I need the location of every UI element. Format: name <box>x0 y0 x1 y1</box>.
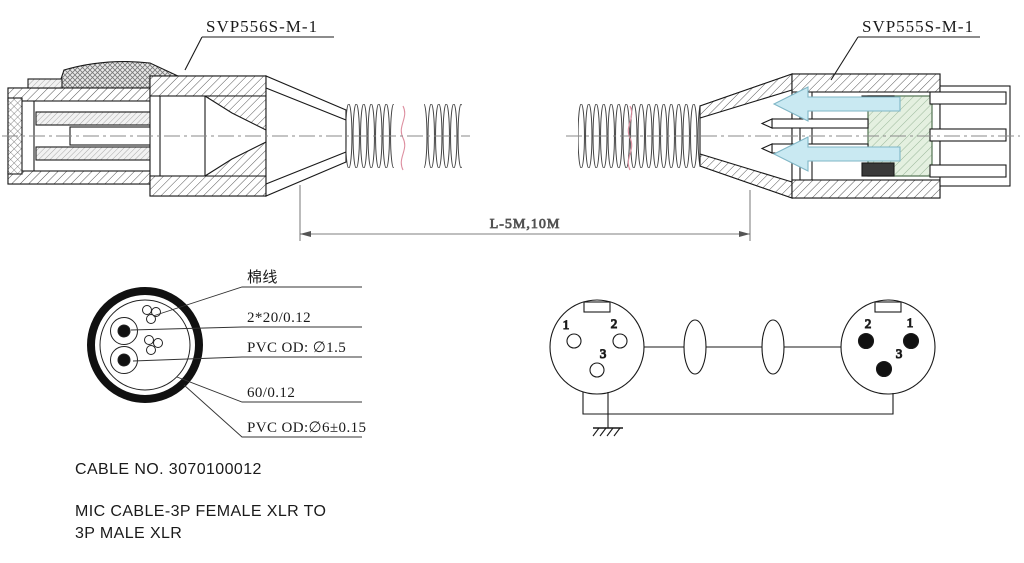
cable-break-mark-right <box>627 105 633 171</box>
pin-dot-3 <box>875 360 893 378</box>
wiring-schematic: 1 2 3 2 1 3 <box>549 299 936 437</box>
right-connector-label: SVP555S-M-1 <box>862 17 974 36</box>
pin-label-left-3: 3 <box>600 346 607 361</box>
conductor-core-2 <box>117 353 131 367</box>
cable-description-line2: 3P MALE XLR <box>75 525 182 542</box>
pin-label-left-2: 2 <box>611 316 618 331</box>
callout-jacket-od: PVC OD:∅6±0.15 <box>247 420 366 436</box>
braid-circle <box>99 299 191 391</box>
pin-label-right-1: 1 <box>907 315 914 330</box>
key-notch-right <box>874 301 902 313</box>
pin-label-right-3: 3 <box>896 346 903 361</box>
callout-insulation-od: PVC OD: ∅1.5 <box>247 340 346 356</box>
xlr-pin-bar-2 <box>929 128 1007 142</box>
left-connector-label: SVP556S-M-1 <box>206 17 318 36</box>
xlr-face-left <box>549 299 645 395</box>
callout-cotton-thread: 棉线 <box>247 269 278 286</box>
cable-description-line1: MIC CABLE-3P FEMALE XLR TO <box>75 503 326 520</box>
cable-loop-2 <box>761 319 785 375</box>
insertion-arrow-bottom <box>772 136 901 172</box>
xlr-pin-bar-1 <box>929 91 1007 105</box>
cable-cross-section: 棉线 2*20/0.12 PVC OD: ∅1.5 60/0.12 PVC OD… <box>87 269 366 438</box>
callout-conductor-spec: 2*20/0.12 <box>247 310 311 326</box>
cable-loop-1 <box>683 319 707 375</box>
left-title-callout: SVP556S-M-1 <box>184 17 334 71</box>
right-title-callout: SVP555S-M-1 <box>830 17 980 81</box>
conductor-core-1 <box>117 324 131 338</box>
pin-hole-2 <box>612 333 628 349</box>
cable-length-label: L-5M,10M <box>490 217 561 232</box>
footer-text: CABLE NO. 3070100012 MIC CABLE-3P FEMALE… <box>75 461 326 542</box>
pin-hole-3 <box>589 362 605 378</box>
ground-symbol <box>592 392 623 437</box>
dim-arrow-left <box>300 231 311 237</box>
left-connector-drawing <box>7 60 462 197</box>
pin-hole-1 <box>566 333 582 349</box>
pin-dot-1 <box>902 332 920 350</box>
cable-break-mark-left <box>400 105 406 171</box>
pin-label-left-1: 1 <box>563 317 570 332</box>
key-notch-left <box>583 301 611 313</box>
xlr-pin-bar-3 <box>929 164 1007 178</box>
xlr-face-right <box>840 299 936 395</box>
dim-arrow-right <box>739 231 750 237</box>
insertion-arrow-top <box>772 86 901 122</box>
length-dimension: L-5M,10M <box>299 185 751 241</box>
callout-shield-spec: 60/0.12 <box>247 385 295 401</box>
cable-number: CABLE NO. 3070100012 <box>75 461 262 478</box>
pin-label-right-2: 2 <box>865 316 872 331</box>
pin-dot-2 <box>857 332 875 350</box>
right-connector-drawing <box>578 73 1011 199</box>
